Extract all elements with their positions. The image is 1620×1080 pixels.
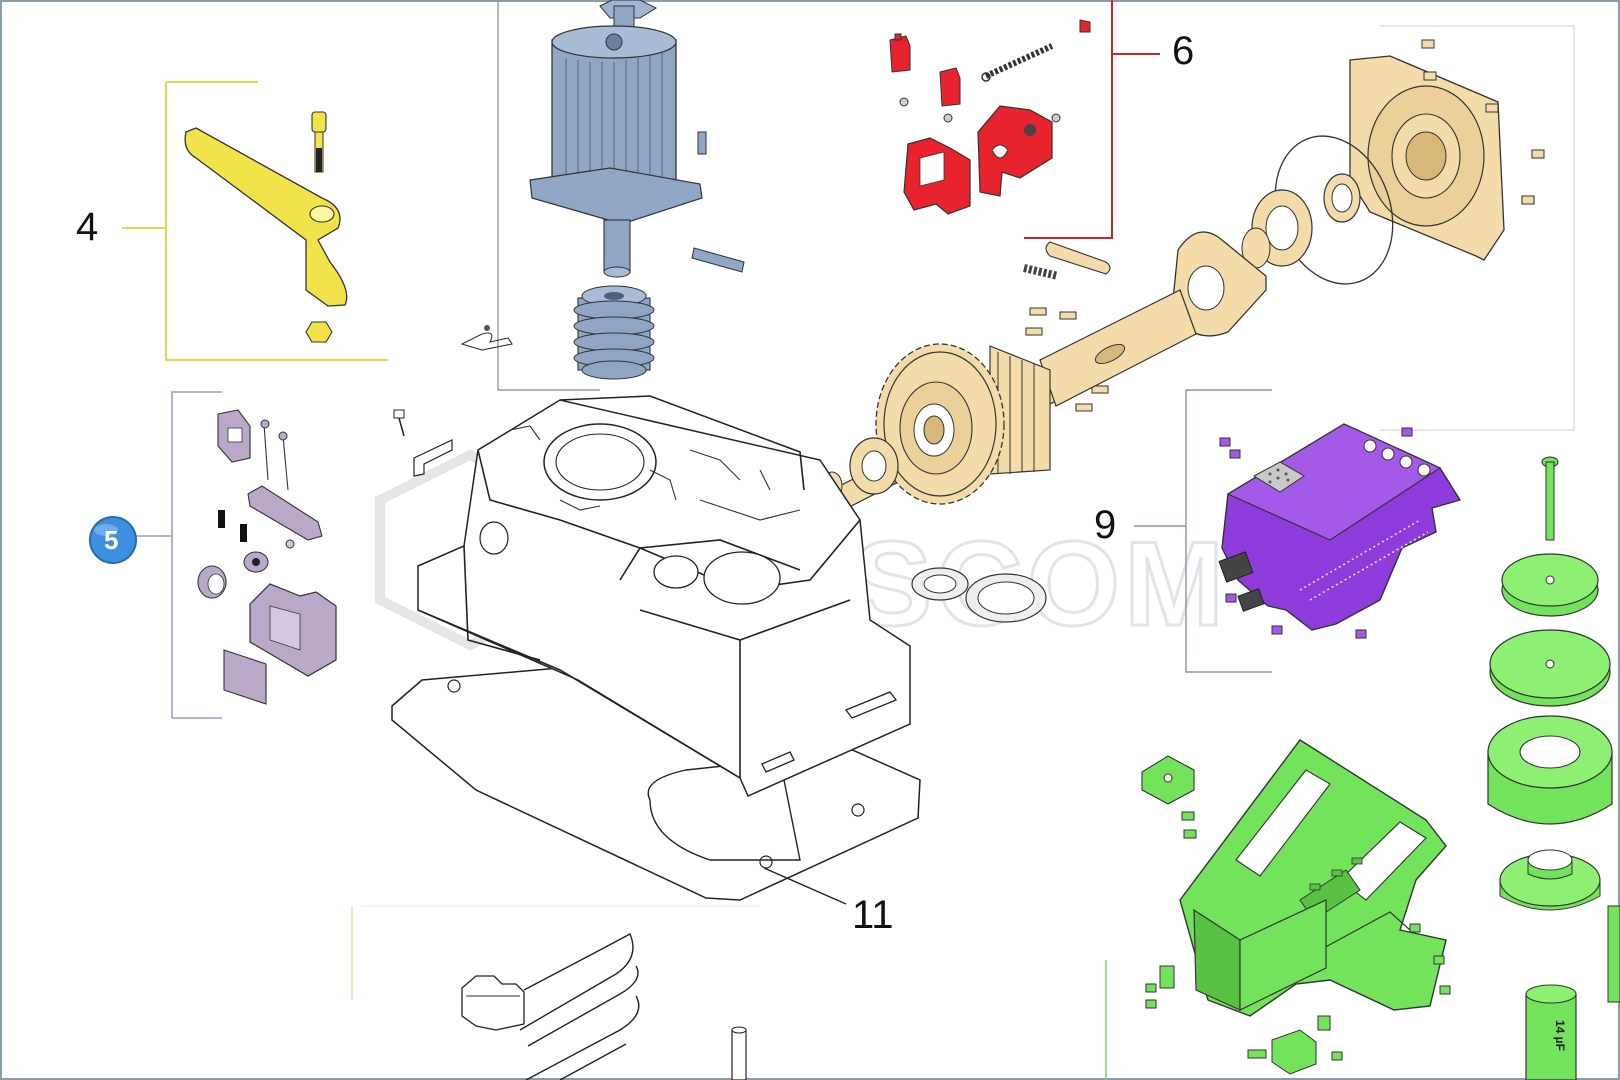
drive-gear [875,343,1051,505]
lever-nut [305,321,333,343]
switch-block-a [889,35,911,73]
switch-spring [984,43,1054,79]
motor-flange [529,167,703,225]
capacitor [1525,993,1577,1080]
callout-11: 11 [852,893,894,937]
bracket-6 [1024,0,1160,239]
group-5-lock-assembly: 5 [89,391,337,719]
group-9-control-board: 9 [1094,389,1462,673]
washers [911,567,1047,623]
drive-train [815,25,1575,519]
drive-spring [1023,264,1059,280]
switch-cam-right [977,105,1053,197]
callout-4: 4 [76,205,98,249]
base-plate [391,659,921,901]
motor-pin [691,247,745,273]
lever-screw-head [311,111,327,133]
housing-bore [543,423,657,501]
leader-11 [763,867,847,905]
group-6-limit-switch: 6 [889,0,1194,239]
motor-shaft [603,219,631,273]
callout-5: 5 [104,525,118,555]
drive-bracket [1380,25,1575,431]
shaft-key [1045,241,1111,275]
motor-assembly [460,0,745,391]
green-capacitor-stack: 14 µF [1487,456,1620,1080]
motor-bracket [497,0,600,391]
callout-9: 9 [1094,503,1116,547]
lock-cover [223,649,267,705]
worm-gear [573,285,655,380]
callout-6: 6 [1172,29,1194,73]
gearbox-housing: 11 [391,395,921,937]
group-4-release-lever: 4 [76,81,388,361]
bracket-5 [171,391,222,719]
bottom-parts [351,905,760,1080]
bracket-4 [165,81,388,361]
bracket-9 [1185,389,1272,673]
lock-lever [247,485,323,541]
release-lever [184,127,348,307]
switch-block-b [939,67,961,107]
capacitor-label: 14 µF [1553,1020,1567,1051]
green-mounting-frame [1105,739,1451,1080]
